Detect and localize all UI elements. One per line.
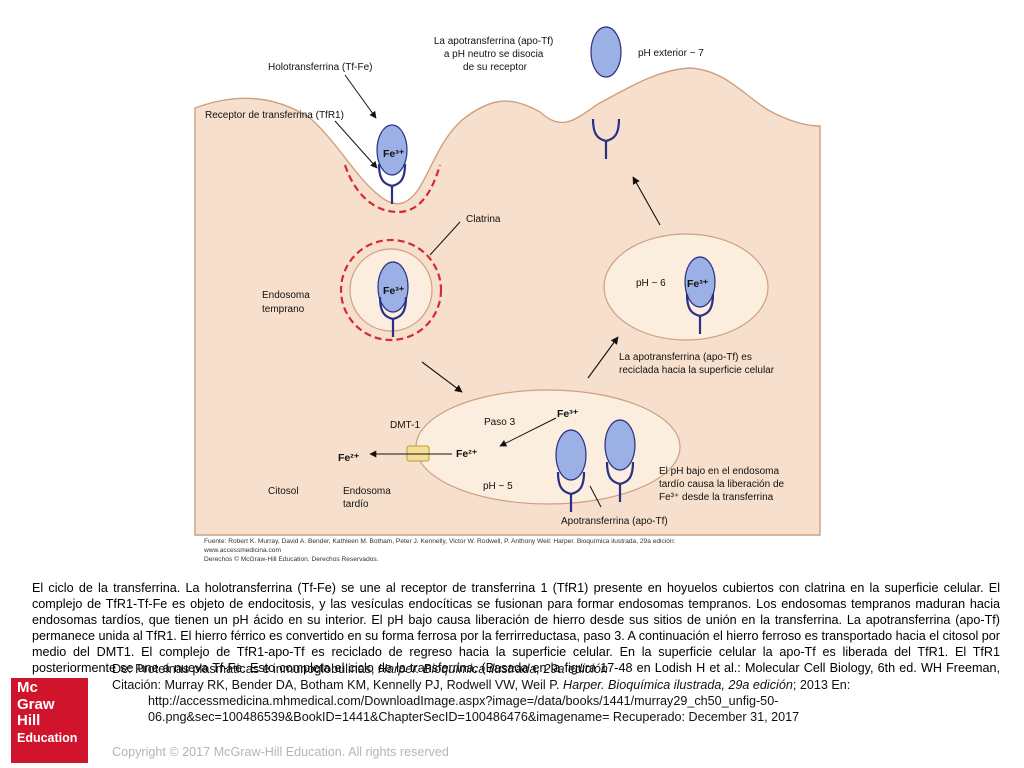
- released-apotransferrin: [590, 26, 622, 78]
- citation-prefix: Citación: Murray RK, Bender DA, Botham K…: [112, 678, 563, 692]
- arrow-receptor-pointer: [334, 120, 378, 169]
- early-endosome-clathrin: [339, 238, 443, 342]
- late-endosome: [415, 389, 681, 505]
- citation-url-line2[interactable]: 06.png&sec=100486539&BookID=1441&Chapter…: [148, 710, 800, 724]
- late-endosome-apotransferrin-1: [555, 429, 587, 481]
- source-credit: Fuente: Robert K. Murray, David A. Bende…: [203, 538, 677, 563]
- citation-de-book: Harper. Bioquímica ilustrada, 29a edició…: [378, 662, 608, 676]
- fe2-label-outer: Fe²⁺: [338, 452, 360, 464]
- arrow-clatrina-pointer: [429, 221, 461, 256]
- label-endosoma-tardio: Endosoma tardío: [343, 486, 394, 510]
- label-ph-exterior: pH exterior ~ 7: [638, 48, 704, 59]
- fe3-label-recycling: Fe³⁺: [687, 278, 709, 290]
- arrow-late-to-recycling: [587, 336, 619, 379]
- label-dmt1: DMT-1: [390, 420, 420, 431]
- citation-block: De: Proteínas plasmáticas e inmunoglobul…: [112, 661, 992, 725]
- citation-book: Harper. Bioquímica ilustrada, 29a edició…: [562, 678, 793, 692]
- cytosol-cell: [194, 67, 821, 536]
- copyright-notice: Copyright © 2017 McGraw-Hill Education. …: [112, 745, 449, 759]
- label-ph-5: pH ~ 5: [483, 481, 513, 492]
- transferrin-cycle-diagram: Fe³⁺ Fe³⁺ Fe³⁺ Fe³⁺ Fe²⁺ Fe²⁺ La apotran…: [194, 26, 821, 563]
- citation-de-prefix: De:: [112, 662, 136, 676]
- logo-line-1: Mc: [17, 679, 38, 696]
- arrow-to-receptor: [344, 74, 377, 119]
- arrow-fe3-to-fe2: [499, 417, 557, 447]
- label-apo-dissociates: La apotransferrina (apo-Tf) a pH neutro …: [434, 36, 556, 73]
- fe3-label-late: Fe³⁺: [557, 408, 579, 420]
- label-paso3: Paso 3: [484, 417, 516, 428]
- clathrin-coat-pit: [343, 164, 442, 214]
- citation-url-line1[interactable]: http://accessmedicina.mhmedical.com/Down…: [148, 694, 779, 708]
- arrow-apo-pointer: [589, 485, 602, 508]
- label-holotransferrin: Holotransferrina (Tf-Fe): [268, 62, 372, 73]
- fe3-label-early: Fe³⁺: [383, 285, 405, 297]
- label-low-ph: El pH bajo en el endosoma tardío causa l…: [659, 466, 787, 503]
- label-endosoma-temprano: Endosoma temprano: [262, 290, 313, 315]
- arrow-early-to-late: [421, 361, 463, 393]
- label-ph-6: pH ~ 6: [636, 278, 666, 289]
- fe3-label-pit: Fe³⁺: [383, 148, 405, 160]
- label-receptor: Receptor de transferrina (TfR1): [205, 110, 344, 121]
- figure-caption: El ciclo de la transferrina. La holotran…: [32, 581, 1000, 691]
- label-apo-recycled: La apotransferrina (apo-Tf) es reciclada…: [619, 352, 775, 376]
- fe2-label-inner: Fe²⁺: [456, 448, 478, 460]
- label-citosol: Citosol: [268, 486, 299, 497]
- citation-de-text: Proteínas plasmáticas e inmunoglobulinas…: [135, 662, 379, 676]
- logo-line-4: Education: [17, 730, 78, 745]
- logo-line-2: Graw: [17, 695, 55, 713]
- citation-suffix: ; 2013 En:: [792, 678, 851, 692]
- label-clatrina: Clatrina: [466, 214, 501, 225]
- label-apotransferrina: Apotransferrina (apo-Tf): [561, 516, 668, 527]
- logo-line-3: Hill: [17, 712, 41, 729]
- mcgraw-hill-logo: Mc Graw Hill Education: [11, 678, 88, 763]
- arrow-recycling-to-surface: [632, 176, 661, 226]
- late-endosome-apotransferrin-2: [604, 419, 636, 471]
